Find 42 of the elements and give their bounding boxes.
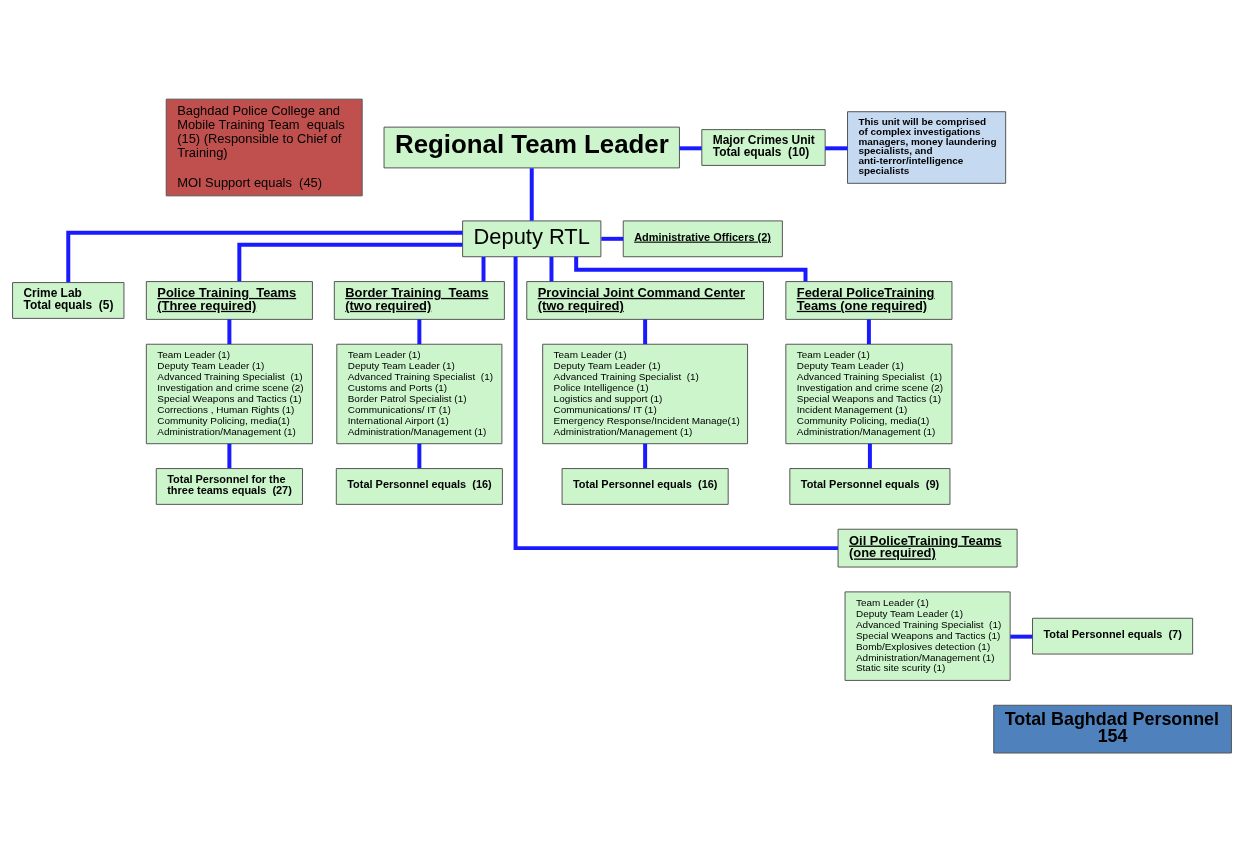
connector	[549, 257, 554, 282]
node-box: Major Crimes Unit Total equals (10)	[701, 129, 826, 166]
node-box: Border Training Teams (two required)	[333, 281, 505, 320]
node-box: Federal PoliceTraining Teams (one required)	[785, 281, 953, 320]
connector	[237, 242, 463, 282]
connector	[417, 319, 422, 345]
connector	[66, 230, 463, 283]
connector	[1010, 634, 1033, 639]
connector	[643, 443, 648, 469]
connector	[866, 319, 871, 345]
node-box: Team Leader (1) Deputy Team Leader (1) Advanced Training Specialist (1) Special Weapons and Tactics (1) Bomb/Explosives detection (1) Administration/Management (1) Static site scurity (1)	[844, 591, 1011, 681]
node-box: Total Baghdad Personnel 154	[993, 704, 1232, 754]
connector	[513, 256, 838, 551]
node-box: Total Personnel equals (7)	[1032, 617, 1194, 655]
node-box: Provincial Joint Command Center (two required)	[526, 281, 764, 320]
connector	[227, 443, 232, 469]
node-box: Administrative Officers (2)	[622, 220, 783, 258]
connector	[417, 443, 422, 469]
connector	[529, 168, 534, 221]
node-box: Crime Lab Total equals (5)	[12, 282, 125, 319]
connector	[825, 146, 848, 151]
node-box: Team Leader (1) Deputy Team Leader (1) Advanced Training Specialist (1) Police Intelligence (1) Logistics and support (1) Communications/ IT (1) Emergency Response/Incident Manage(1) Administration/Management (1)	[542, 343, 749, 445]
node-box: Team Leader (1) Deputy Team Leader (1) Advanced Training Specialist (1) Customs and Ports (1) Border Patrol Specialist (1) Communications/ IT (1) International Airport (1) Administration/Management (1)	[336, 343, 503, 445]
node-box: Total Personnel equals (16)	[561, 468, 729, 505]
connector	[574, 256, 808, 282]
node-box: Deputy RTL	[462, 220, 602, 258]
connector	[227, 319, 232, 345]
node-box: Police Training Teams (Three required)	[145, 281, 313, 320]
node-box: Oil PoliceTraining Teams (one required)	[837, 528, 1018, 568]
node-box: Team Leader (1) Deputy Team Leader (1) Advanced Training Specialist (1) Investigation and crime scene (2) Special Weapons and Tactics (1) Incident Management (1) Community Policing, media(1) Administration/Management (1)	[785, 343, 953, 445]
connector	[679, 146, 702, 151]
node-box: Team Leader (1) Deputy Team Leader (1) Advanced Training Specialist (1) Investigation and crime scene (2) Special Weapons and Tactics (1) Corrections , Human Rights (1) Community Policing, media(1) Administration/Management (1)	[145, 343, 313, 445]
node-box: Baghdad Police College and Mobile Training Team equals (15) (Responsible to Chief of Training) MOI Support equals (45)	[165, 98, 363, 197]
node-box: Total Personnel equals (9)	[789, 468, 951, 505]
connector	[601, 236, 624, 241]
node-box: This unit will be comprised of complex investigations managers, money laundering specialists, and anti-terror/intelligence specialists	[847, 111, 1007, 184]
connector	[481, 257, 486, 282]
connector	[643, 319, 648, 345]
connector	[867, 443, 872, 469]
node-box: Total Personnel equals (16)	[335, 468, 503, 505]
node-box: Regional Team Leader	[383, 126, 680, 169]
node-box: Total Personnel for the three teams equals (27)	[155, 468, 303, 505]
